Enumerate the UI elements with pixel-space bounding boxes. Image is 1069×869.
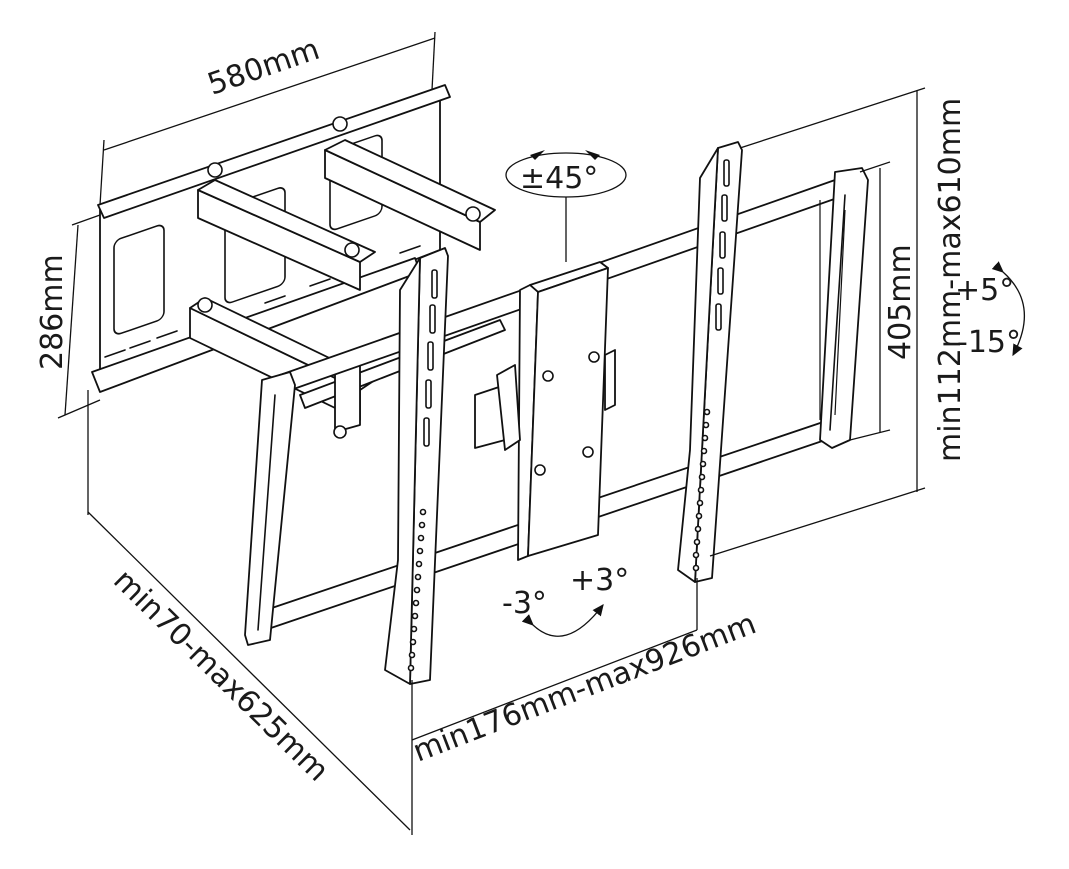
label-wall-plate-width: 580mm: [203, 32, 324, 103]
label-tilt-down: -15°: [957, 325, 1021, 360]
slot-column: [715, 159, 730, 331]
left-vertical-bracket: [384, 247, 449, 685]
swing-arms: [189, 116, 506, 449]
right-vertical-bracket: [677, 141, 743, 583]
center-plate: [496, 261, 616, 561]
level-arc: [521, 603, 604, 637]
arrow-left-icon: [530, 150, 545, 160]
slot-row: [104, 245, 421, 358]
left-side-bracket: [244, 371, 296, 646]
label-extension: min70-max625mm: [106, 563, 335, 789]
right-side-bracket: [819, 167, 869, 449]
hole-column: [692, 408, 711, 572]
label-vertical-range: min112mm-max610mm: [933, 98, 968, 462]
hole-column: [407, 508, 427, 672]
swivel-arc: [505, 150, 627, 198]
label-wall-plate-height: 286mm: [35, 254, 70, 370]
arrow-right-icon: [585, 150, 600, 160]
label-swivel: ±45°: [520, 161, 598, 196]
tilt-arc: [991, 261, 1026, 357]
slot-column: [423, 269, 438, 447]
label-rail-spacing: min176mm-max926mm: [408, 606, 761, 769]
dimension-lines: [57, 31, 926, 835]
label-level-plus: +3°: [570, 563, 629, 598]
label-tilt-up: +5°: [955, 273, 1014, 308]
label-bracket-height: 405mm: [883, 244, 918, 360]
label-level-minus: -3°: [502, 586, 547, 621]
